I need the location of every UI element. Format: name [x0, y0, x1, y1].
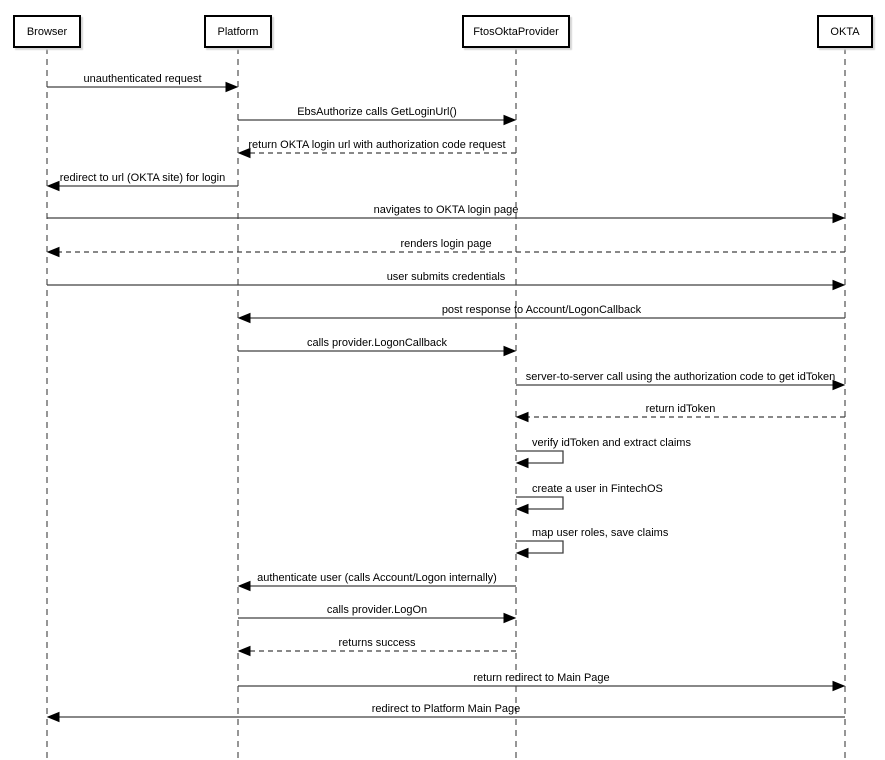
- participant-box-platform: Platform: [204, 15, 272, 48]
- message-label: unauthenticated request: [83, 73, 201, 85]
- arrowhead-icon: [46, 711, 60, 723]
- arrowhead-icon: [503, 114, 517, 126]
- arrowhead-icon: [515, 547, 529, 559]
- participant-box-ftosoktaprovider: FtosOktaProvider: [462, 15, 570, 48]
- message-label: post response to Account/LogonCallback: [442, 304, 642, 316]
- arrowhead-icon: [832, 680, 846, 692]
- arrowhead-icon: [237, 312, 251, 324]
- self-message-line: [516, 540, 564, 554]
- arrowhead-icon: [46, 180, 60, 192]
- message-label: return redirect to Main Page: [473, 672, 609, 684]
- message-label: authenticate user (calls Account/Logon i…: [257, 572, 497, 584]
- message-label: redirect to url (OKTA site) for login: [60, 172, 225, 184]
- arrowhead-icon: [237, 147, 251, 159]
- arrowhead-icon: [237, 580, 251, 592]
- arrowhead-icon: [46, 246, 60, 258]
- arrowhead-icon: [832, 379, 846, 391]
- message-label: map user roles, save claims: [532, 527, 669, 539]
- self-message-line: [516, 450, 564, 464]
- message-label: navigates to OKTA login page: [374, 204, 519, 216]
- arrowhead-icon: [237, 645, 251, 657]
- arrowhead-icon: [515, 503, 529, 515]
- arrowhead-icon: [515, 411, 529, 423]
- arrowhead-icon: [225, 81, 239, 93]
- arrowhead-icon: [503, 612, 517, 624]
- message-label: returns success: [338, 637, 416, 649]
- message-label: calls provider.LogonCallback: [307, 337, 448, 349]
- message-label: create a user in FintechOS: [532, 483, 663, 495]
- message-label: user submits credentials: [387, 271, 506, 283]
- message-label: EbsAuthorize calls GetLoginUrl(): [297, 106, 457, 118]
- message-label: renders login page: [400, 238, 491, 250]
- participant-box-browser: Browser: [13, 15, 81, 48]
- arrowhead-icon: [832, 279, 846, 291]
- message-label: return OKTA login url with authorization…: [248, 139, 505, 151]
- message-label: server-to-server call using the authoriz…: [526, 371, 835, 383]
- message-label: verify idToken and extract claims: [532, 437, 691, 449]
- arrowhead-icon: [832, 212, 846, 224]
- arrowhead-icon: [515, 457, 529, 469]
- message-label: redirect to Platform Main Page: [372, 703, 521, 715]
- self-message-line: [516, 496, 564, 510]
- message-label: calls provider.LogOn: [327, 604, 427, 616]
- arrowhead-icon: [503, 345, 517, 357]
- participant-box-okta: OKTA: [817, 15, 873, 48]
- message-label: return idToken: [646, 403, 716, 415]
